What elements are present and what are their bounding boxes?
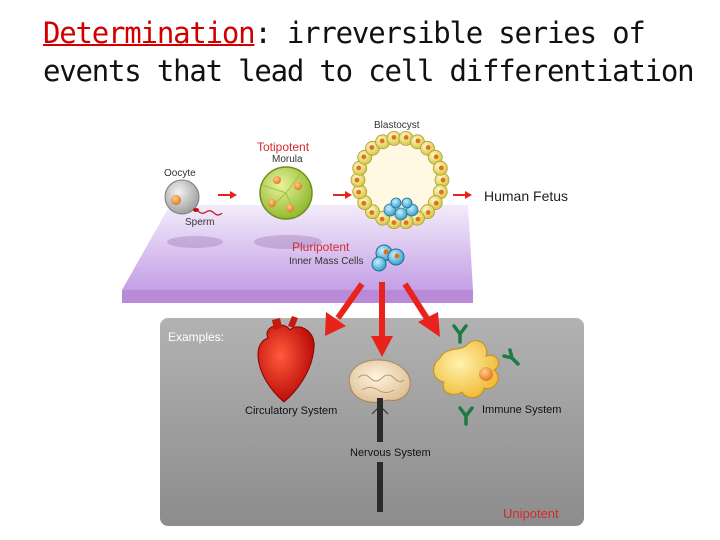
sperm-cell — [193, 208, 223, 216]
circulatory-system-label: Circulatory System — [245, 405, 338, 417]
oocyte-cell — [164, 179, 200, 215]
unipotent-label: Unipotent — [503, 506, 559, 521]
arrow-morula-to-blastocyst — [333, 191, 352, 199]
top-row-arrows — [218, 191, 472, 199]
human-fetus-label: Human Fetus — [484, 188, 569, 204]
heart-icon — [257, 316, 315, 403]
title-term: Determination — [43, 16, 256, 50]
sperm-label: Sperm — [185, 217, 215, 228]
unipotent-panel — [160, 318, 584, 526]
pluripotent-label: Pluripotent — [292, 240, 350, 254]
arrow-to-circulatory — [325, 282, 365, 336]
title-line2: events that lead to cell differentiation — [43, 54, 695, 88]
brain-spinal-cord-icon — [348, 359, 411, 512]
arrow-blastocyst-to-fetus — [453, 191, 472, 199]
morula-cell — [259, 166, 313, 220]
differentiation-arrows — [325, 282, 440, 357]
title-rest-line1: : irreversible series of — [254, 16, 645, 50]
examples-label: Examples: — [168, 330, 225, 344]
immune-system-label: Immune System — [482, 404, 562, 416]
arrow-to-immune — [402, 282, 440, 337]
blastocyst — [350, 130, 450, 230]
slide-title: Determination: irreversible series of ev… — [43, 14, 703, 90]
totipotent-label: Totipotent — [257, 140, 310, 154]
oocyte-label: Oocyte — [164, 168, 196, 179]
immune-cell-icon — [433, 324, 520, 426]
nervous-system-label: Nervous System — [350, 447, 431, 459]
morula-label: Morula — [272, 154, 303, 165]
arrow-to-nervous — [371, 282, 393, 357]
pluripotent-plane — [122, 205, 473, 303]
inner-mass-cells — [371, 244, 405, 272]
arrow-oocyte-to-morula — [218, 191, 237, 199]
inner-mass-cells-label: Inner Mass Cells — [289, 256, 364, 267]
blastocyst-label: Blastocyst — [374, 120, 420, 131]
